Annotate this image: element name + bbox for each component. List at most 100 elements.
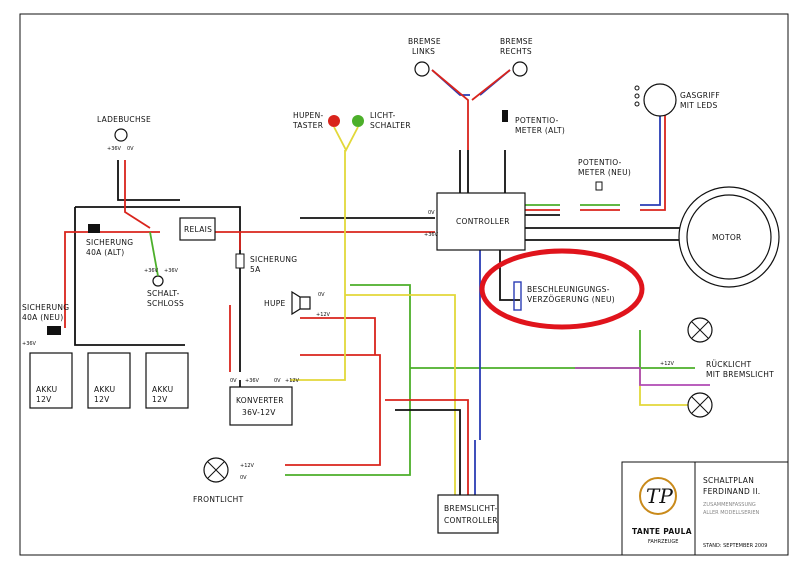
sicherung-neu-line2: 40A (NEU): [22, 313, 63, 322]
wire-brake-blue: [431, 69, 511, 96]
sicherung-5a-line2: 5A: [250, 265, 261, 274]
svg-text:AKKU: AKKU: [152, 385, 173, 394]
ladebuchse-label: LADEBUCHSE: [97, 115, 151, 124]
akku-3: AKKU 12V: [145, 352, 189, 409]
wire-bl-black: [395, 409, 461, 495]
stand-date: STAND: SEPTEMBER 2009: [703, 543, 767, 549]
wire-12v-front: [285, 354, 381, 466]
konverter-12v: +12V: [285, 378, 300, 384]
konverter-line2: 36V-12V: [242, 408, 276, 417]
title-line2: FERDINAND II.: [703, 487, 760, 496]
relais-box: [179, 217, 216, 241]
brand-sub: FAHRZEUGE: [648, 539, 678, 545]
wires: [64, 69, 710, 495]
wire-bl-red: [385, 399, 469, 495]
wire-key-green: [149, 231, 159, 277]
sicherung-neu-line1: SICHERUNG: [22, 303, 69, 312]
svg-text:AKKU: AKKU: [36, 385, 57, 394]
fuse-neu-icon: [47, 326, 61, 335]
poti-alt-icon: [502, 110, 508, 122]
key-switch-icon: [152, 275, 164, 287]
konverter-line1: KONVERTER: [236, 396, 284, 405]
accel-module-icon: [513, 281, 522, 311]
sicherung-5a-line1: SICHERUNG: [250, 255, 297, 264]
ruecklicht-line1: RÜCKLICHT: [706, 360, 752, 369]
gasgriff-line2: MIT LEDS: [680, 101, 718, 110]
controller-box: [436, 192, 526, 251]
relais-label: RELAIS: [184, 225, 212, 234]
logo-mark: TP: [646, 484, 673, 508]
bremse-rechts-line1: BREMSE: [500, 37, 533, 46]
wire-fuse-red: [64, 231, 160, 328]
fuse-5a-icon: [235, 253, 245, 269]
throttle-led-icons: [634, 85, 640, 107]
wire-light-green: [285, 284, 411, 476]
controller-0v: 0V: [428, 210, 435, 216]
brake-light-controller-box: [437, 494, 499, 534]
wire-battery-black: [74, 207, 185, 346]
svg-text:12V: 12V: [94, 395, 110, 404]
konverter-0v: 0V: [230, 378, 237, 384]
wire-yellow: [290, 150, 346, 381]
motor-label: MOTOR: [712, 233, 742, 242]
bremslicht-line1: BREMSLICHT-: [444, 504, 498, 513]
wire-purple: [575, 367, 710, 386]
schaltschloss-line2: SCHLOSS: [147, 299, 184, 308]
horn-icon: [291, 290, 311, 316]
title-block: TP TANTE PAULA FAHRZEUGE SCHALTPLAN FERD…: [621, 461, 789, 556]
front-12v: +12V: [240, 463, 255, 469]
hupentaster-line1: HUPEN-: [293, 111, 324, 120]
schaltschloss-line1: SCHALT-: [147, 289, 180, 298]
page-frame: [19, 13, 789, 556]
ladebuchse-36v: +36V: [107, 146, 122, 152]
wire-horn-red: [300, 317, 376, 355]
schloss-36v-a: +36V: [144, 268, 159, 274]
subtitle-line1: ZUSAMMENFASSUNG: [703, 502, 756, 508]
hupentaster-line2: TASTER: [292, 121, 323, 130]
controller-label: CONTROLLER: [456, 217, 510, 226]
akku-1: AKKU 12V: [29, 352, 73, 409]
sicherung-alt-line2: 40A (ALT): [86, 248, 124, 257]
wire-yellow-rear: [639, 368, 695, 406]
bremslicht-line2: CONTROLLER: [444, 516, 498, 525]
bremse-rechts-line2: RECHTS: [500, 47, 532, 56]
hupe-12v: +12V: [316, 312, 331, 318]
front-light-icon: [203, 457, 229, 483]
switch-wires: [333, 126, 359, 152]
subtitle-line2: ALLER MODELLSERIEN: [703, 510, 759, 516]
wire-brake-black: [459, 150, 469, 195]
rear-12v: +12V: [660, 361, 675, 367]
controller-36v: +36V: [424, 232, 439, 238]
hupe-label: HUPE: [264, 299, 286, 308]
svg-text:12V: 12V: [36, 395, 52, 404]
poti-alt-line1: POTENTIO-: [515, 116, 559, 125]
ruecklicht-line2: MIT BREMSLICHT: [706, 370, 774, 379]
bremse-links-line1: BREMSE: [408, 37, 441, 46]
konverter-0v-b: 0V: [274, 378, 281, 384]
front-0v: 0V: [240, 475, 247, 481]
highlight-ellipse: [479, 248, 645, 330]
fuse-alt-icon: [88, 224, 100, 233]
wire-gas-red: [640, 115, 666, 211]
poti-neu-line2: METER (NEU): [578, 168, 631, 177]
horn-button-icon: [328, 115, 340, 127]
svg-text:12V: 12V: [152, 395, 168, 404]
neu-36v: +36V: [22, 341, 37, 347]
brake-left-icon: [414, 61, 430, 77]
poti-alt-line2: METER (ALT): [515, 126, 565, 135]
frontlicht-label: FRONTLICHT: [193, 495, 244, 504]
wire-brake-red: [431, 69, 511, 150]
motor-inner: [686, 194, 772, 280]
rear-light-upper-icon: [687, 317, 713, 343]
lichtschalter-line1: LICHT-: [370, 111, 396, 120]
hupe-0v: 0V: [318, 292, 325, 298]
wire-charge-black: [117, 160, 180, 201]
brake-right-icon: [512, 61, 528, 77]
poti-neu-line1: POTENTIO-: [578, 158, 622, 167]
beschleunigung-line2: VERZÖGERUNG (NEU): [527, 295, 615, 304]
ladebuchse-0v: 0V: [127, 146, 134, 152]
wire-gas-blue: [640, 115, 661, 206]
lichtschalter-line2: SCHALTER: [370, 121, 411, 130]
brand-name: TANTE PAULA: [632, 527, 692, 536]
